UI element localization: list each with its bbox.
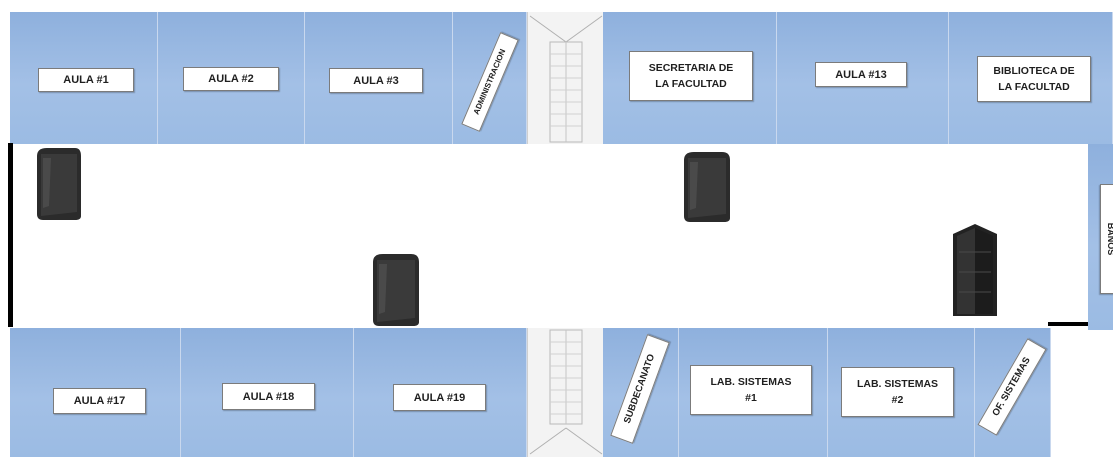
label-aula-2: AULA #2 — [183, 67, 279, 91]
label-lab-sistemas-2: LAB. SISTEMAS #2 — [841, 367, 954, 417]
speaker-icon — [369, 252, 421, 328]
stairs-icon — [527, 12, 605, 144]
speaker-icon — [949, 222, 1001, 320]
label-lab-sistemas-1: LAB. SISTEMAS #1 — [690, 365, 812, 415]
stairs-icon — [527, 328, 605, 457]
label-secretaria: SECRETARIA DE LA FACULTAD — [629, 51, 753, 101]
speaker-icon — [31, 146, 83, 222]
corridor-bottom-right-wall — [1048, 322, 1092, 326]
label-aula-19: AULA #19 — [393, 384, 486, 411]
label-biblioteca: BIBLIOTECA DE LA FACULTAD — [977, 56, 1091, 102]
label-aula-18: AULA #18 — [222, 383, 315, 410]
label-aula-1: AULA #1 — [38, 68, 134, 92]
label-banos: BAÑOS — [1100, 184, 1113, 294]
speaker-icon — [680, 150, 732, 224]
label-aula-3: AULA #3 — [329, 68, 423, 93]
corridor-left-wall — [8, 143, 13, 327]
label-aula-13: AULA #13 — [815, 62, 907, 87]
label-aula-17: AULA #17 — [53, 388, 146, 414]
